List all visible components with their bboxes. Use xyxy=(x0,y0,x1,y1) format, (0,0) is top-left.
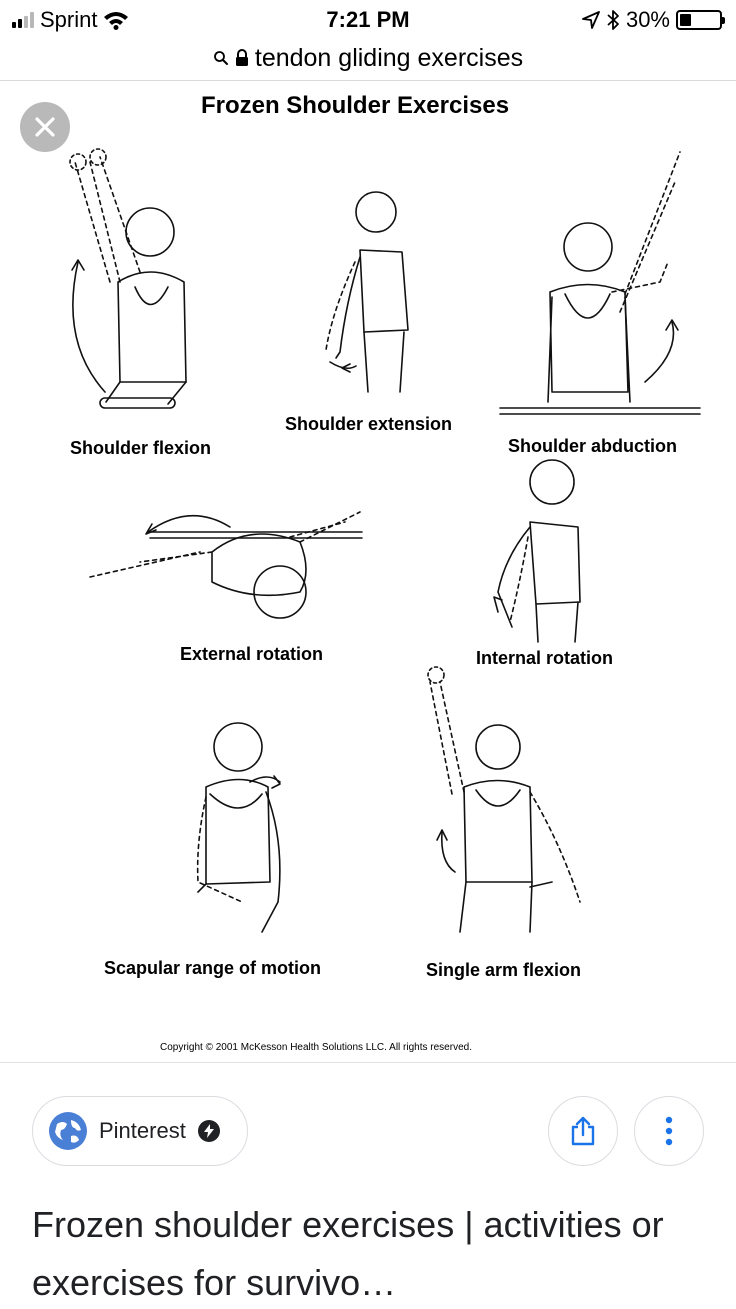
more-vert-icon xyxy=(665,1116,673,1146)
figure-scapular-range xyxy=(196,722,281,933)
close-icon xyxy=(35,117,55,137)
url-query: tendon gliding exercises xyxy=(254,43,524,72)
caption-external-rotation: External rotation xyxy=(180,644,324,664)
caption-shoulder-abduction: Shoulder abduction xyxy=(508,436,677,456)
figure-shoulder-extension xyxy=(325,191,409,393)
wifi-icon xyxy=(104,12,129,30)
signal-icon xyxy=(12,12,34,28)
figure-external-rotation xyxy=(89,511,363,619)
lock-icon xyxy=(235,49,248,66)
share-icon xyxy=(571,1116,595,1146)
content-divider xyxy=(0,1062,736,1063)
amp-bolt-icon xyxy=(197,1120,220,1142)
carrier-label: Sprint xyxy=(40,7,98,32)
caption-internal-rotation: Internal rotation xyxy=(476,648,614,668)
location-arrow-icon xyxy=(582,11,600,29)
battery-icon xyxy=(676,10,725,30)
image-title: Frozen Shoulder Exercises xyxy=(200,92,510,119)
battery-percent: 30% xyxy=(625,7,670,32)
figure-shoulder-abduction xyxy=(499,151,701,415)
status-left: Sprint xyxy=(12,7,129,33)
caption-single-arm-flexion: Single arm flexion xyxy=(426,960,582,980)
exercise-image[interactable]: Frozen Shoulder Exercises xyxy=(0,82,736,1060)
source-chip[interactable]: Pinterest xyxy=(32,1096,248,1166)
url-bar[interactable]: tendon gliding exercises xyxy=(0,38,736,78)
result-title[interactable]: Frozen shoulder exercises | activities o… xyxy=(32,1204,664,1303)
status-right: 30% xyxy=(582,7,725,33)
figure-shoulder-flexion xyxy=(69,148,187,409)
figure-internal-rotation xyxy=(493,459,581,643)
status-time: 7:21 PM xyxy=(326,7,410,32)
more-options-button[interactable] xyxy=(634,1096,704,1166)
close-button[interactable] xyxy=(20,102,70,152)
caption-shoulder-extension: Shoulder extension xyxy=(285,414,453,434)
source-name: Pinterest xyxy=(99,1118,186,1143)
battery-level xyxy=(680,14,691,26)
globe-icon xyxy=(49,1112,87,1150)
status-bar: Sprint 7:21 PM 30% xyxy=(0,0,736,40)
figure-single-arm-flexion xyxy=(427,666,581,933)
bluetooth-icon xyxy=(607,10,619,30)
caption-scapular-range: Scapular range of motion xyxy=(104,958,322,978)
caption-shoulder-flexion: Shoulder flexion xyxy=(70,438,212,458)
image-copyright: Copyright © 2001 McKesson Health Solutio… xyxy=(160,1042,472,1053)
share-button[interactable] xyxy=(548,1096,618,1166)
exercise-illustrations xyxy=(69,148,701,933)
search-icon xyxy=(213,51,228,65)
header-divider xyxy=(0,80,736,81)
